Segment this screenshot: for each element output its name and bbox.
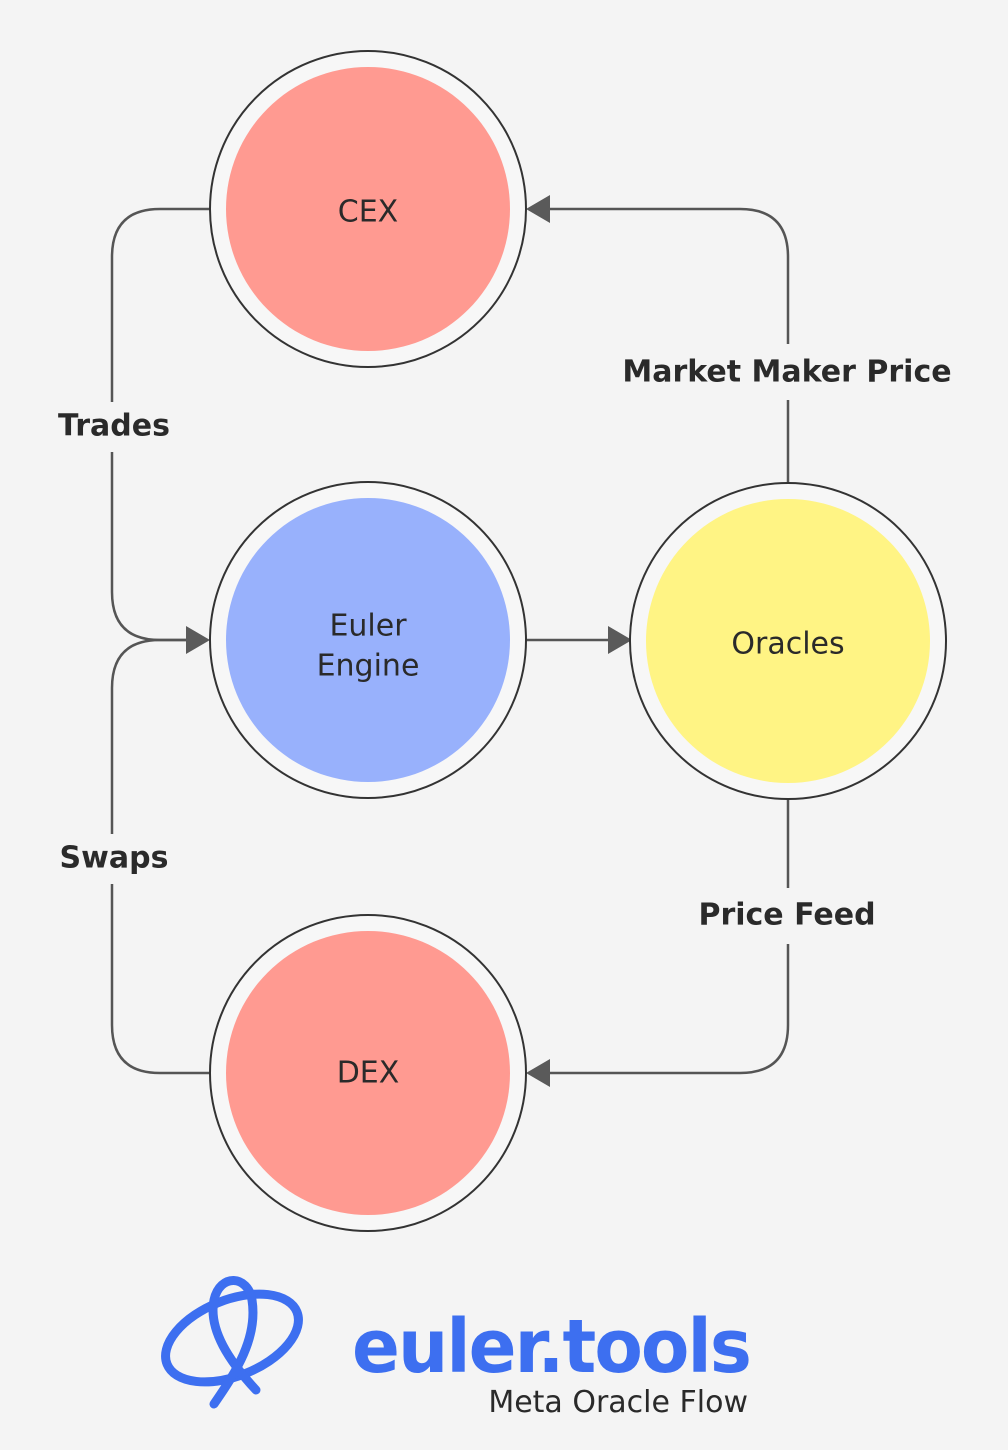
dex-node-fill: [226, 931, 510, 1215]
price-feed-label: Price Feed: [698, 898, 875, 933]
euler-engine-label-line2: Engine: [317, 649, 420, 684]
cex-node-fill: [226, 67, 510, 351]
swaps-label: Swaps: [60, 841, 169, 876]
euler-engine-node: Euler Engine: [209, 481, 527, 799]
arrowhead-into-oracles: [608, 626, 632, 654]
dex-node: DEX: [209, 914, 527, 1232]
oracles-node: Oracles: [629, 482, 947, 800]
arrowhead-into-dex: [526, 1059, 550, 1087]
arrowhead-into-euler: [186, 626, 210, 654]
oracles-node-fill: [646, 499, 930, 783]
market-maker-price-connector: [548, 207, 790, 482]
market-maker-price-label: Market Maker Price: [622, 355, 951, 390]
dex-label: DEX: [337, 1056, 400, 1091]
arrowheads: [186, 195, 632, 1087]
brand-name: euler.tools: [352, 1304, 750, 1390]
price-feed-connector: [548, 800, 790, 1075]
arrowhead-into-cex: [526, 195, 550, 223]
euler-logo-icon: [161, 1276, 303, 1409]
euler-engine-label-line1: Euler: [329, 609, 407, 644]
cex-label: CEX: [338, 195, 398, 230]
oracles-label: Oracles: [731, 627, 844, 662]
cex-node: CEX: [209, 50, 527, 368]
brand-subtitle: Meta Oracle Flow: [488, 1385, 748, 1420]
trades-label: Trades: [58, 409, 170, 444]
euler-engine-node-fill: [226, 498, 510, 782]
